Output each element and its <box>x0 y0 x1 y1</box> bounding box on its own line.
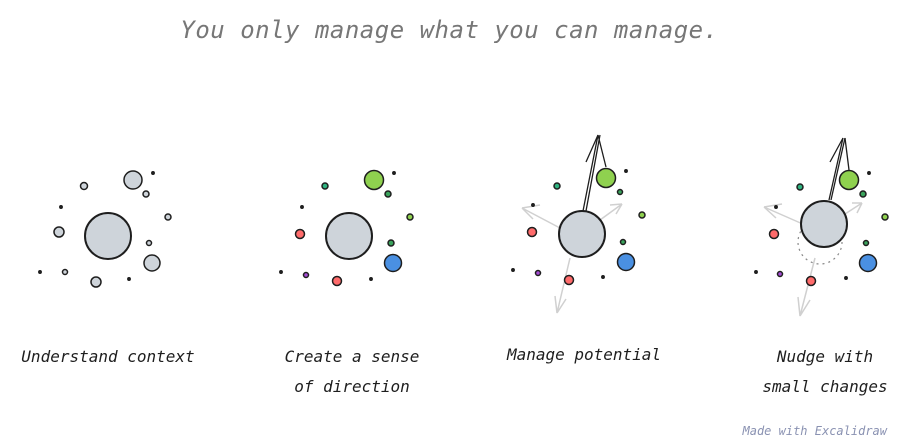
satellite-red <box>768 228 780 240</box>
satellite-purple <box>776 270 784 278</box>
satellite-teal <box>553 182 561 190</box>
satellite-blue-large <box>858 253 878 273</box>
satellite-blue-large <box>616 252 636 272</box>
label-line: Understand context <box>21 347 195 366</box>
dot <box>531 203 535 207</box>
satellite-red <box>331 275 343 287</box>
core-circle <box>800 200 848 248</box>
satellite-large <box>143 254 161 272</box>
satellite-green-small <box>387 239 395 247</box>
satellite-green-large <box>838 169 860 191</box>
label-line: small changes <box>762 377 888 396</box>
satellite-green-large <box>363 169 385 191</box>
satellite-small <box>79 181 89 191</box>
faint-arrows <box>521 203 623 314</box>
dot <box>754 270 758 274</box>
satellite-medium <box>53 226 65 238</box>
satellite-medium <box>90 276 102 288</box>
core-circle <box>558 210 606 258</box>
label-nudge: Nudge with small changes <box>750 342 899 402</box>
satellite-teal <box>321 182 329 190</box>
panel-manage-potential <box>511 134 646 314</box>
satellite-green-small <box>616 188 624 196</box>
label-line: of direction <box>294 377 410 396</box>
label-sense-of-direction: Create a sense of direction <box>262 342 442 402</box>
core-circle <box>84 212 132 260</box>
satellite-red <box>526 226 538 238</box>
satellite-small <box>142 190 150 198</box>
panel-understand-context <box>38 170 172 288</box>
dot <box>127 277 131 281</box>
satellite-green-small <box>881 213 889 221</box>
satellite-blue-large <box>383 253 403 273</box>
main-arrow <box>828 137 850 201</box>
satellite-purple <box>534 269 542 277</box>
label-manage-potential: Manage potential <box>494 340 674 370</box>
label-line: Manage potential <box>506 345 662 364</box>
dot <box>59 205 63 209</box>
satellite-red <box>563 274 575 286</box>
panel-sense-of-direction <box>279 169 414 287</box>
satellite-green-small <box>406 213 414 221</box>
satellite-small <box>61 268 69 276</box>
dot <box>279 270 283 274</box>
dot <box>844 276 848 280</box>
satellite-green-small <box>859 190 867 198</box>
label-line: Create a sense <box>284 347 420 366</box>
label-understand-context: Understand context <box>0 342 216 372</box>
satellite-red <box>805 275 817 287</box>
dot <box>774 205 778 209</box>
satellite-red <box>294 228 306 240</box>
satellite-purple <box>302 271 310 279</box>
dot <box>511 268 515 272</box>
satellite-small <box>145 239 153 247</box>
dot <box>392 171 396 175</box>
diagram-title: You only manage what you can manage. <box>180 16 719 44</box>
satellite-small <box>164 213 172 221</box>
core-circle <box>325 212 373 260</box>
satellite-green-small <box>638 211 646 219</box>
dot <box>300 205 304 209</box>
main-arrow <box>582 134 607 212</box>
dot <box>624 169 628 173</box>
faint-arrows <box>763 202 863 317</box>
label-line: Nudge with <box>776 347 874 366</box>
satellite-green-small <box>862 239 870 247</box>
satellite-teal <box>796 183 804 191</box>
satellite-large <box>123 170 143 190</box>
dot <box>38 270 42 274</box>
excalidraw-watermark: Made with Excalidraw <box>742 424 888 438</box>
satellite-green-large <box>595 167 617 189</box>
dot <box>601 275 605 279</box>
dot <box>867 171 871 175</box>
satellite-green-small <box>384 190 392 198</box>
panel-nudge <box>754 137 889 317</box>
dot <box>369 277 373 281</box>
dot <box>151 171 155 175</box>
satellite-green-small <box>619 238 627 246</box>
